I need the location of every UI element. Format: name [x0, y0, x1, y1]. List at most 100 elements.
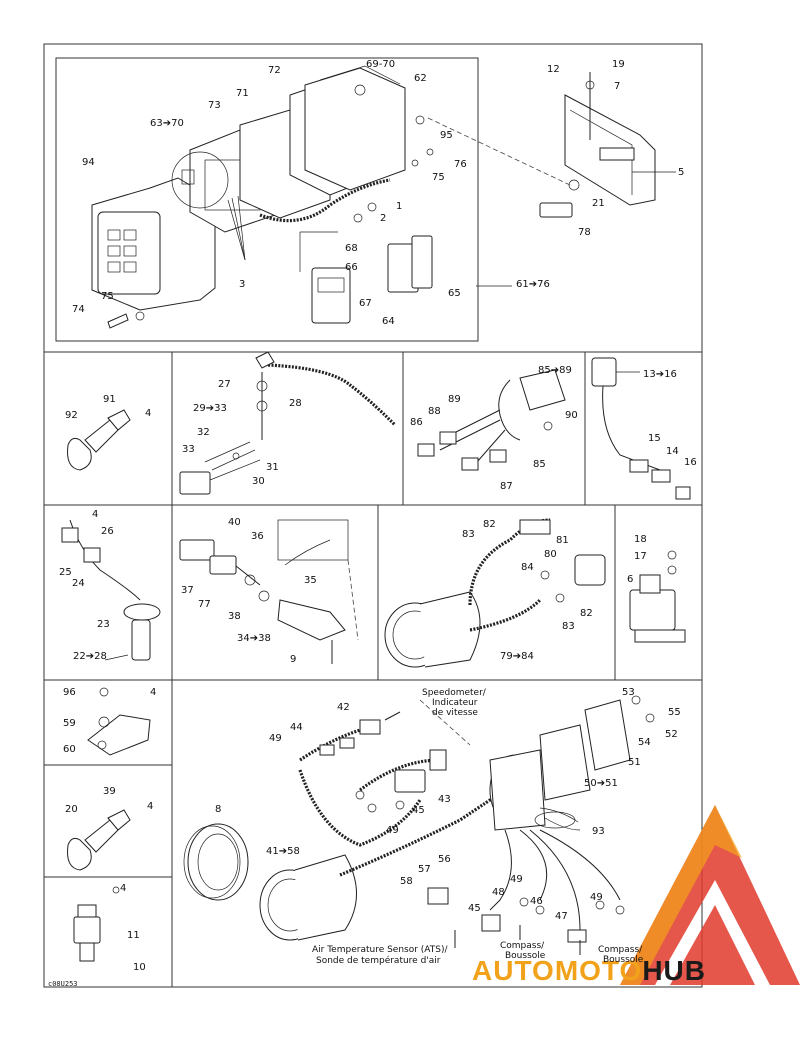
part-label: 40 — [228, 517, 241, 528]
part-label: 41➔58 — [266, 846, 300, 857]
sensor-27-group — [179, 351, 397, 495]
part-label: 24 — [72, 578, 85, 589]
part-label: 5 — [678, 167, 685, 178]
part-label: 33 — [182, 444, 195, 455]
part-label: 49 — [590, 892, 603, 903]
note-compass1-en: Compass/ — [500, 941, 545, 951]
part-label: 68 — [345, 243, 358, 254]
display-module-assembly — [91, 65, 676, 329]
part-label: 85 — [533, 459, 546, 470]
part-label: 32 — [197, 427, 210, 438]
coil-6-group — [629, 550, 686, 643]
part-label: 95 — [440, 130, 453, 141]
note-compass1-fr: Boussole — [505, 951, 546, 961]
part-label: 82 — [580, 608, 593, 619]
part-label: 72 — [268, 65, 281, 76]
part-label: 64 — [382, 316, 395, 327]
part-label: 12 — [547, 64, 560, 75]
part-label: 81 — [556, 535, 569, 546]
part-label: 83 — [562, 621, 575, 632]
watermark-text-part2: HUB — [642, 955, 706, 986]
part-label: 48 — [492, 887, 505, 898]
sensor-11-group — [73, 886, 120, 962]
part-label: 65 — [448, 288, 461, 299]
part-label: 47 — [555, 911, 568, 922]
note-compass2-fr: Boussole — [603, 955, 644, 965]
diagram-code: c08U253 — [48, 980, 78, 988]
part-label: 84 — [521, 562, 534, 573]
part-label: 82 — [483, 519, 496, 530]
part-label: 25 — [59, 567, 72, 578]
part-label: 42 — [337, 702, 350, 713]
note-compass2-en: Compass/ — [598, 945, 643, 955]
detail-circle — [171, 151, 229, 209]
switch-40-group — [179, 519, 359, 664]
part-label: 49 — [386, 825, 399, 836]
part-label: 21 — [592, 198, 605, 209]
part-label: 59 — [63, 718, 76, 729]
harness-85-group — [417, 369, 566, 471]
part-label: 79➔84 — [500, 651, 534, 662]
part-label: 73 — [208, 100, 221, 111]
part-label: 89 — [448, 394, 461, 405]
outer-frame — [43, 43, 703, 988]
part-label: 15 — [648, 433, 661, 444]
part-label: 90 — [565, 410, 578, 421]
part-label: 80 — [544, 549, 557, 560]
watermark-logo — [620, 805, 800, 985]
part-label: 2 — [380, 213, 387, 224]
part-label: 13➔16 — [643, 369, 677, 380]
part-label: 39 — [103, 786, 116, 797]
part-label: 4 — [145, 408, 152, 419]
part-label: 16 — [684, 457, 697, 468]
part-label: 87 — [500, 481, 513, 492]
part-label: 18 — [634, 534, 647, 545]
part-label: 91 — [103, 394, 116, 405]
part-label: 8 — [215, 804, 222, 815]
part-label: 86 — [410, 417, 423, 428]
sensor-91-group — [67, 409, 131, 471]
part-label: 23 — [97, 619, 110, 630]
part-label: 56 — [438, 854, 451, 865]
part-label: 83 — [462, 529, 475, 540]
gauge-41-group — [259, 728, 506, 941]
part-label: 49 — [269, 733, 282, 744]
part-label: 54 — [638, 737, 651, 748]
bracket-60-group — [87, 687, 151, 756]
part-label: 46 — [530, 896, 543, 907]
part-label: 4 — [120, 883, 127, 894]
part-label: 20 — [65, 804, 78, 815]
part-label: 44 — [290, 722, 303, 733]
part-label: 51 — [628, 757, 641, 768]
part-label: 76 — [454, 159, 467, 170]
part-label: 88 — [428, 406, 441, 417]
part-label: 85➔89 — [538, 365, 572, 376]
part-label: 27 — [218, 379, 231, 390]
connector-cluster — [319, 711, 447, 813]
sensor-23-group — [61, 519, 161, 661]
note-ats-en: Air Temperature Sensor (ATS)/ — [312, 945, 448, 955]
part-label: 31 — [266, 462, 279, 473]
part-label: 4 — [92, 509, 99, 520]
part-label: 34➔38 — [237, 633, 271, 644]
part-label: 50➔51 — [584, 778, 618, 789]
part-label: 58 — [400, 876, 413, 887]
part-label: 66 — [345, 262, 358, 273]
note-ats-fr: Sonde de température d'air — [316, 956, 441, 966]
part-label: 63➔70 — [150, 118, 184, 129]
part-label: 45 — [468, 903, 481, 914]
speedometer-sensor-group — [489, 695, 655, 831]
part-label: 35 — [304, 575, 317, 586]
ring-8 — [183, 823, 249, 901]
part-label: 92 — [65, 410, 78, 421]
part-label: 62 — [414, 73, 427, 84]
part-label: 78 — [578, 227, 591, 238]
part-label: 26 — [101, 526, 114, 537]
part-label: 67 — [359, 298, 372, 309]
part-label: 55 — [668, 707, 681, 718]
part-label: 14 — [666, 446, 679, 457]
note-speedometer-en: Speedometer/ — [422, 688, 486, 698]
watermark-text: AUTOMOTOHUB — [472, 955, 706, 987]
part-label: 4 — [150, 687, 157, 698]
watermark-text-part1: AUTOMOTO — [472, 955, 643, 986]
